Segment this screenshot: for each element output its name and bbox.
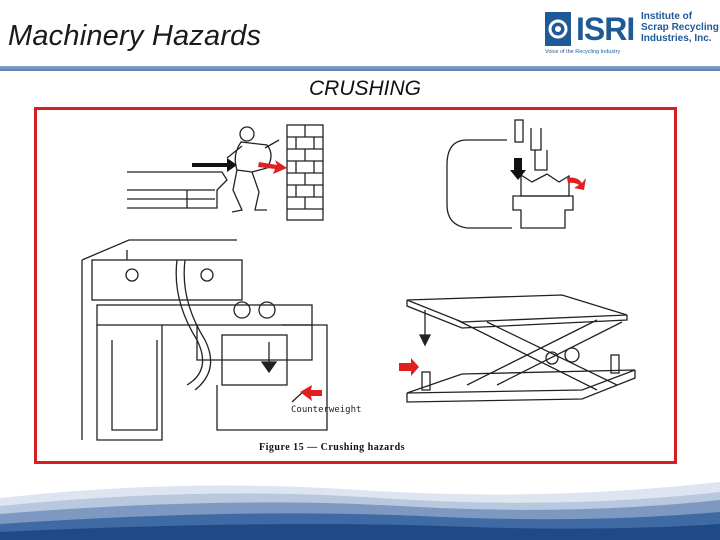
page-title: Machinery Hazards: [8, 20, 262, 52]
hazard-arrow-icon: [300, 385, 322, 401]
counterweight-label: Counterweight: [291, 405, 362, 415]
section-subtitle: CRUSHING: [308, 77, 421, 100]
logo-line-3: Industries, Inc.: [641, 33, 712, 44]
hazard-arrow-icon: [258, 160, 287, 174]
scissor-lift-scene: [406, 294, 636, 403]
logo-tagline: Voice of the Recycling Industry: [545, 49, 621, 55]
isri-logo-mark-icon: [545, 12, 571, 46]
worker-wall-scene: [127, 124, 324, 221]
logo-line-2: Scrap Recycling: [641, 22, 719, 33]
hazard-figure-frame: Counterweight Figure 15 — Crushing hazar…: [34, 107, 677, 464]
logo-institute-text: Institute of Scrap Recycling Industries,…: [641, 11, 719, 44]
hazard-arrow-icon: [567, 177, 586, 190]
footer-wave-decoration: [0, 482, 720, 540]
isri-logo: ISRI Institute of Scrap Recycling Indust…: [545, 8, 719, 58]
press-brake-scene: [446, 119, 574, 229]
press-down-arrow-icon: [514, 158, 522, 172]
logo-wordmark: ISRI: [576, 11, 635, 47]
header-divider: [0, 66, 720, 71]
figure-caption: Figure 15 — Crushing hazards: [259, 442, 406, 453]
logo-line-1: Institute of: [641, 11, 693, 22]
crushing-hazards-illustration: [81, 119, 636, 441]
counterweight-machine-scene: [81, 239, 328, 441]
hazard-arrow-icon: [399, 358, 419, 376]
force-arrow-icon: [192, 158, 237, 172]
